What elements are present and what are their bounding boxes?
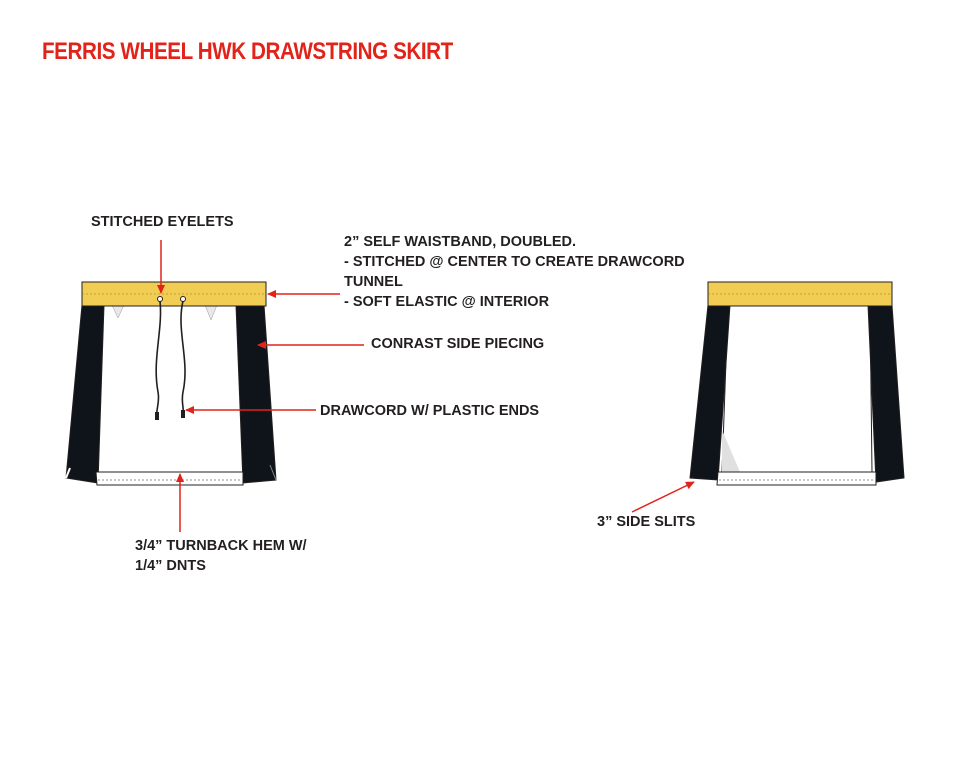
label-side-slits: 3” SIDE SLITS bbox=[597, 514, 696, 530]
label-stitched-eyelets: STITCHED EYELETS bbox=[91, 214, 234, 230]
front-body-panel bbox=[94, 304, 244, 473]
callout-arrows bbox=[157, 240, 695, 532]
arrow-side-slits bbox=[631, 481, 695, 513]
label-waistband-line-3: TUNNEL bbox=[344, 274, 403, 290]
label-drawcord: DRAWCORD W/ PLASTIC ENDS bbox=[320, 403, 540, 419]
front-skirt bbox=[65, 281, 277, 486]
label-waistband-line-4: - SOFT ELASTIC @ INTERIOR bbox=[344, 294, 550, 310]
eyelet-right bbox=[180, 296, 186, 302]
label-hem: 3/4” TURNBACK HEM W/ 1/4” DNTS bbox=[135, 536, 307, 576]
label-waistband-line-1: 2” SELF WAISTBAND, DOUBLED. bbox=[344, 234, 577, 250]
drawcord-right bbox=[180, 300, 186, 413]
label-hem-line-1: 3/4” TURNBACK HEM W/ bbox=[135, 538, 307, 554]
drawcord-left bbox=[155, 300, 162, 415]
label-waistband-line-2: - STITCHED @ CENTER TO CREATE DRAWCORD bbox=[344, 254, 685, 270]
front-left-side-panel bbox=[65, 304, 105, 484]
back-right-side-panel bbox=[867, 304, 905, 483]
label-waistband: 2” SELF WAISTBAND, DOUBLED. - STITCHED @… bbox=[344, 232, 685, 312]
back-skirt bbox=[689, 281, 905, 486]
label-hem-line-2: 1/4” DNTS bbox=[135, 558, 206, 574]
front-right-side-panel bbox=[235, 304, 277, 484]
page-title: FERRIS WHEEL HWK DRAWSTRING SKIRT bbox=[42, 38, 453, 65]
eyelet-left bbox=[157, 296, 163, 302]
label-side-piecing: CONRAST SIDE PIECING bbox=[371, 336, 545, 352]
front-hem bbox=[95, 471, 244, 486]
back-body-panel bbox=[721, 304, 873, 473]
back-hem bbox=[716, 471, 877, 486]
